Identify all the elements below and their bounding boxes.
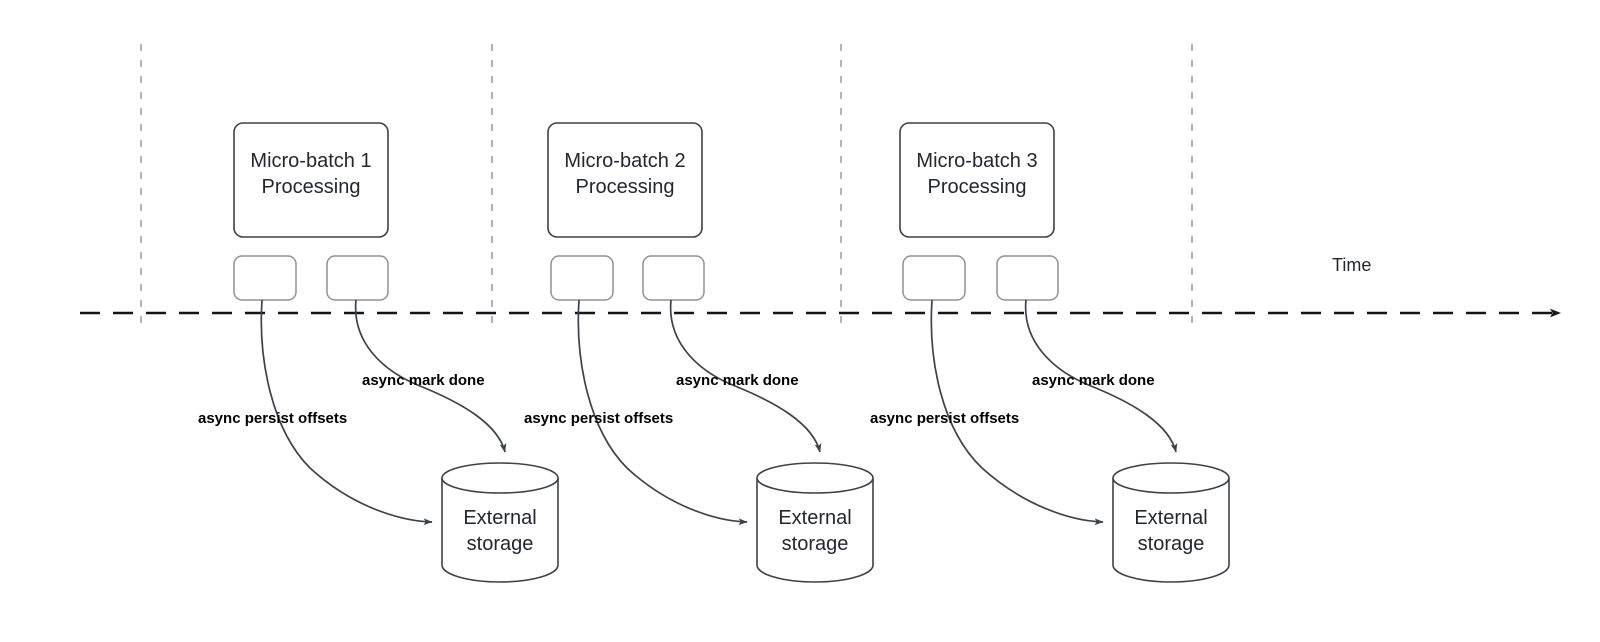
micro-batch-2-label: Micro-batch 2 Processing: [564, 150, 686, 198]
time-axis-label: Time: [1332, 255, 1372, 275]
task-box-1a[interactable]: [233, 255, 297, 301]
edge-mark-done-1: [354, 299, 507, 453]
edge-label-persist-offsets-1: async persist offsets: [198, 410, 348, 427]
external-storage-2[interactable]: [756, 462, 874, 583]
micro-batch-3-label: Micro-batch 3 Processing: [916, 150, 1038, 198]
external-storage-3[interactable]: [1112, 462, 1230, 583]
edge-persist-offsets-1: [260, 299, 433, 526]
micro-batch-2-group: [547, 122, 874, 583]
edge-label-mark-done-1: async mark done: [362, 372, 485, 389]
edge-label-mark-done-3: async mark done: [1032, 372, 1155, 389]
micro-batch-1-box[interactable]: [233, 122, 389, 238]
edge-persist-offsets-3: [930, 299, 1104, 526]
edge-label-persist-offsets-2: async persist offsets: [524, 410, 674, 427]
micro-batch-3-box[interactable]: [899, 122, 1055, 238]
external-storage-1[interactable]: [441, 462, 559, 583]
external-storage-2-label: External storage: [778, 507, 852, 555]
micro-batch-1-group: [233, 122, 559, 583]
external-storage-1-label: External storage: [463, 507, 537, 555]
task-box-2b[interactable]: [642, 255, 705, 301]
task-box-2a[interactable]: [550, 255, 614, 301]
edge-persist-offsets-2: [577, 299, 748, 526]
edge-label-mark-done-2: async mark done: [676, 372, 799, 389]
edge-label-persist-offsets-3: async persist offsets: [870, 410, 1020, 427]
edge-mark-done-3: [1024, 299, 1178, 453]
task-box-3b[interactable]: [996, 255, 1059, 301]
external-storage-3-label: External storage: [1134, 507, 1208, 555]
task-box-3a[interactable]: [902, 255, 966, 301]
micro-batch-2-box[interactable]: [547, 122, 703, 238]
micro-batch-1-label: Micro-batch 1 Processing: [250, 150, 372, 198]
task-box-1b[interactable]: [326, 255, 389, 301]
micro-batch-3-group: [899, 122, 1230, 583]
edge-mark-done-2: [669, 299, 822, 453]
